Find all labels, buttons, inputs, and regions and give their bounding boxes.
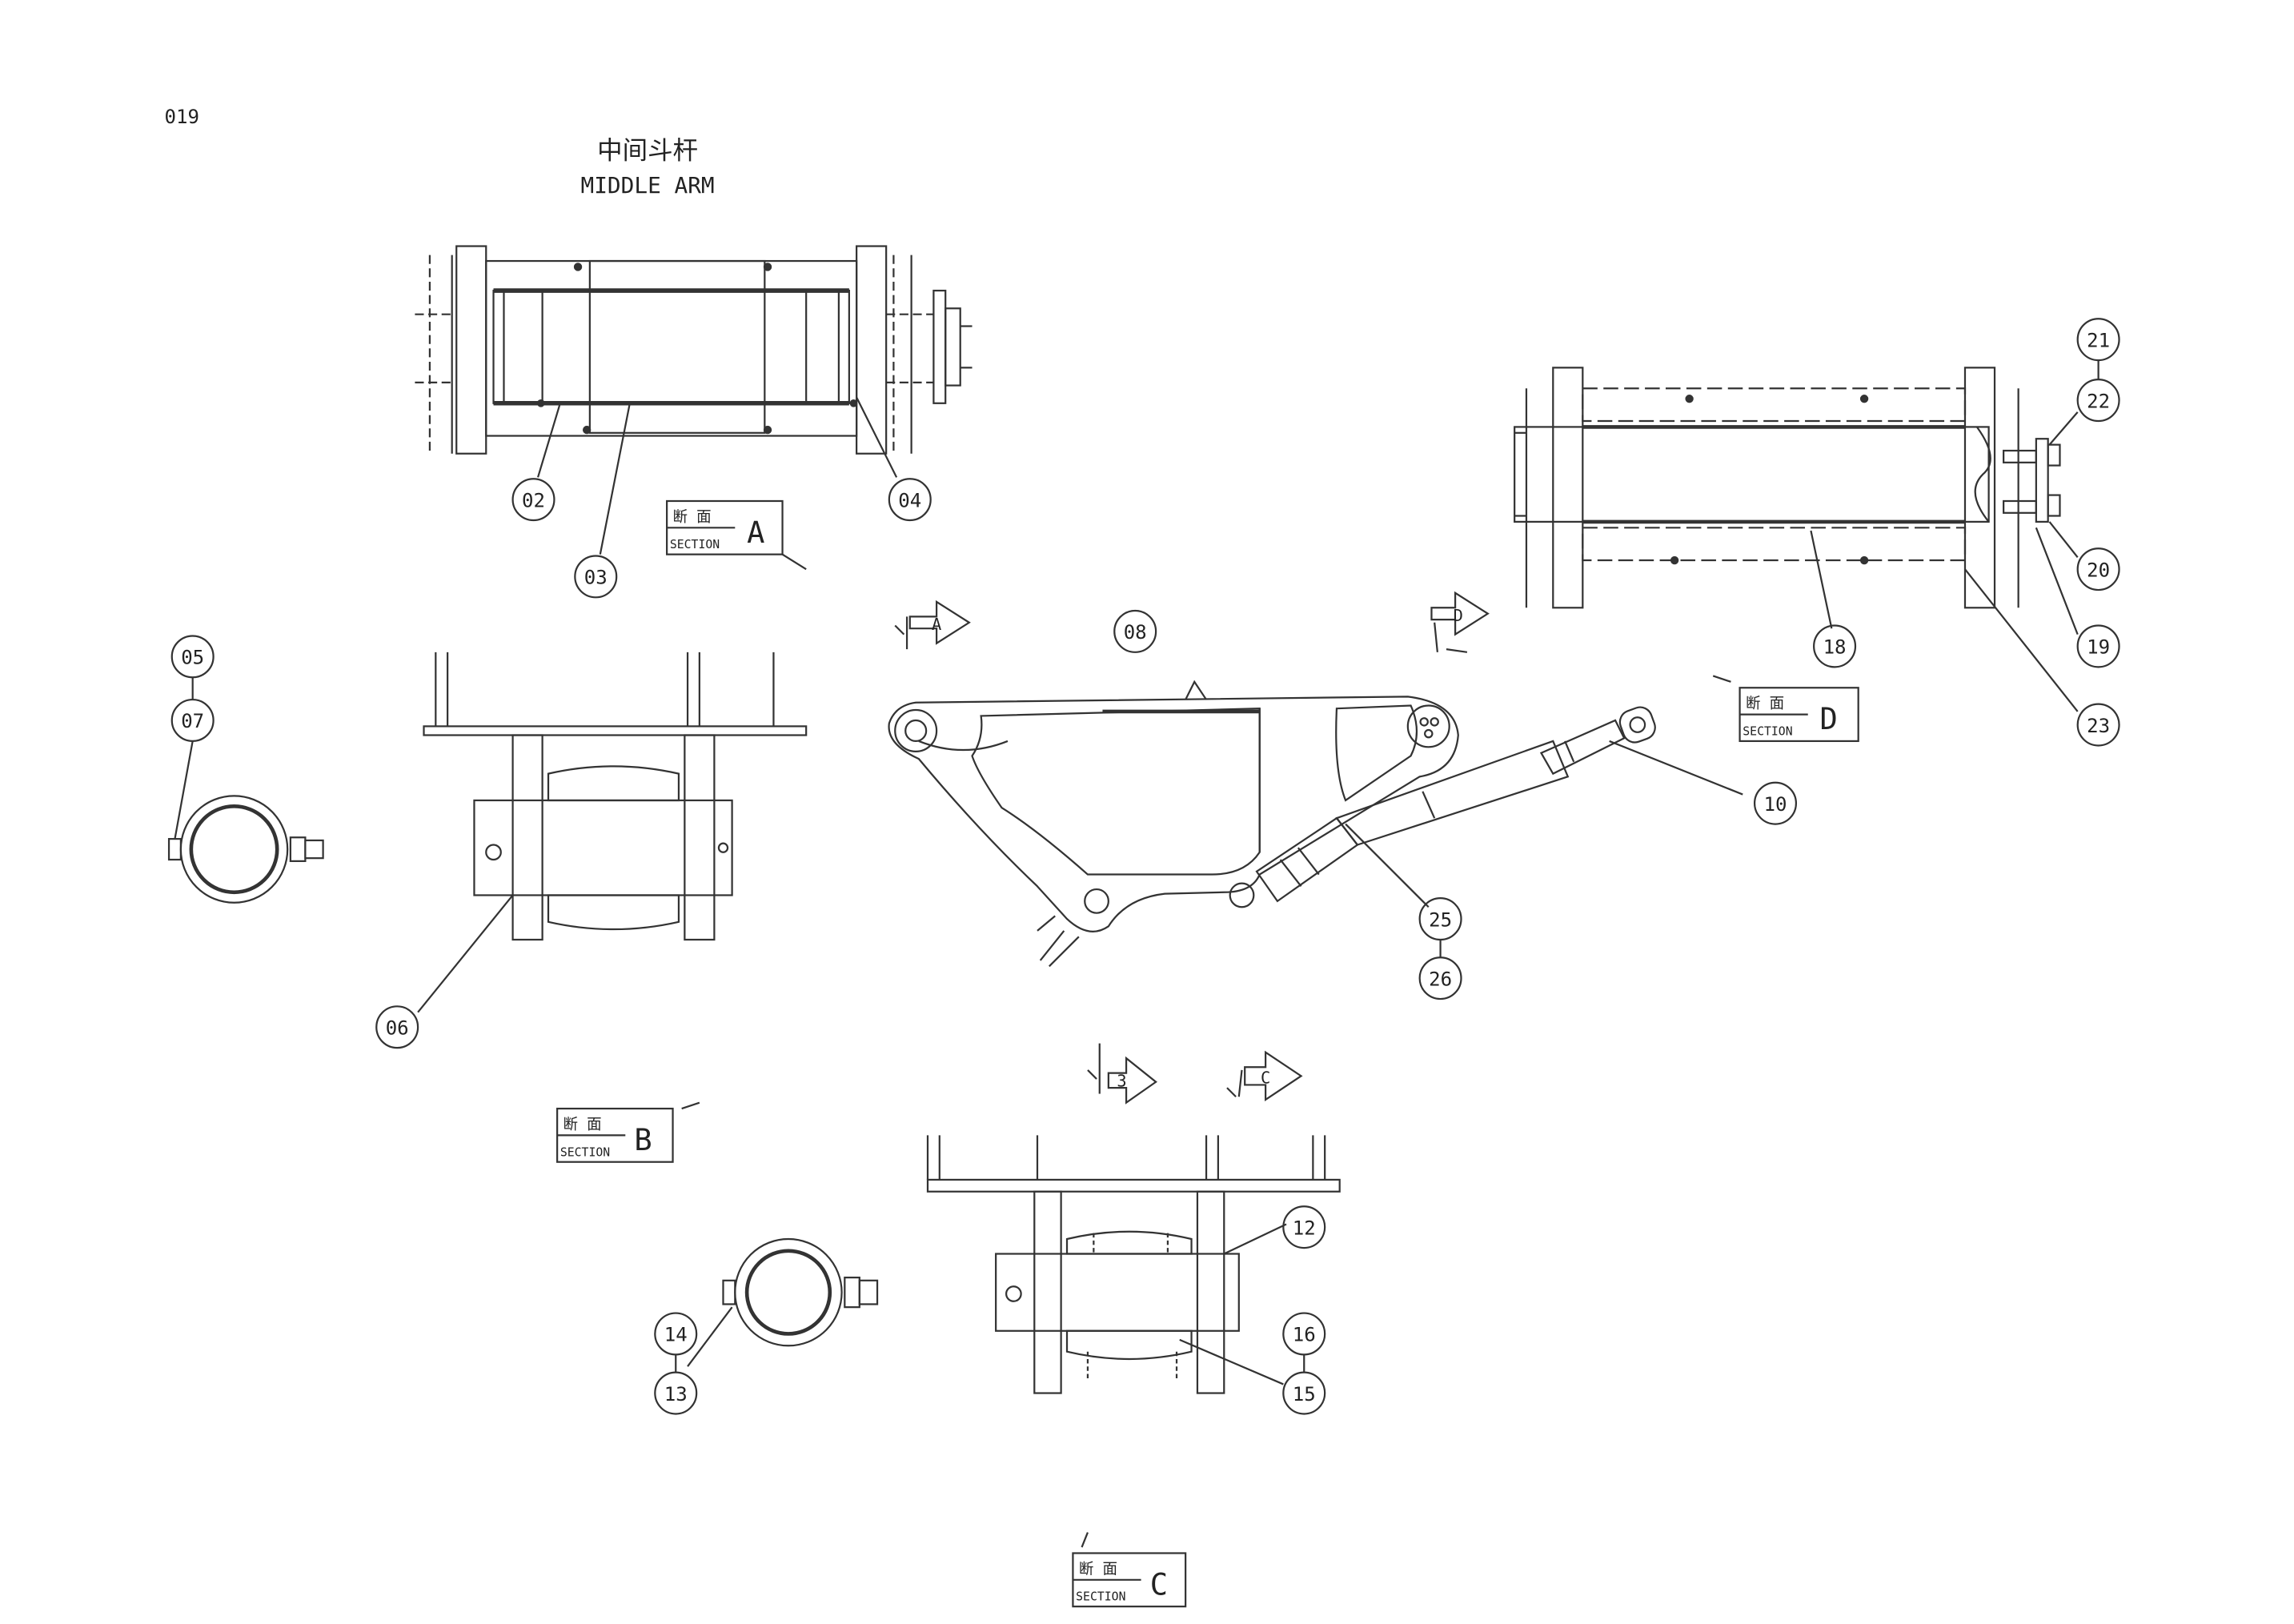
balloon-13: 13 xyxy=(664,1383,688,1405)
section-label-c xyxy=(1072,1552,1187,1608)
section-b-view xyxy=(417,652,808,1013)
section-d-letter: D xyxy=(1820,702,1838,736)
balloon-21: 21 xyxy=(2087,329,2110,351)
section-b-zh: 断 面 xyxy=(563,1117,602,1133)
view-arrow-a xyxy=(894,599,971,650)
balloon-26: 26 xyxy=(1429,968,1452,990)
page-number: 019 xyxy=(165,106,199,128)
balloon-15: 15 xyxy=(1293,1383,1316,1405)
section-c-en: SECTION xyxy=(1076,1590,1125,1604)
balloon-08: 08 xyxy=(1124,621,1147,644)
section-d-zh: 断 面 xyxy=(1746,696,1784,712)
ring-bushing-bottom xyxy=(687,1237,879,1367)
balloon-05: 05 xyxy=(181,647,204,669)
balloon-02: 02 xyxy=(522,489,545,511)
balloon-18: 18 xyxy=(1823,636,1847,659)
balloon-07: 07 xyxy=(181,710,204,732)
title-en: MIDDLE ARM xyxy=(580,172,714,198)
section-a-letter: A xyxy=(747,515,764,550)
ring-bushing-left xyxy=(167,740,324,904)
section-a-en: SECTION xyxy=(670,538,720,551)
section-b-en: SECTION xyxy=(560,1145,610,1159)
view-arrow-a-letter: A xyxy=(932,615,941,634)
section-a-zh: 断 面 xyxy=(673,509,712,526)
part-balloons xyxy=(170,318,2120,1415)
balloon-23: 23 xyxy=(2087,715,2110,737)
view-arrow-c-letter: C xyxy=(1261,1069,1270,1088)
balloon-12: 12 xyxy=(1293,1217,1316,1239)
section-d-en: SECTION xyxy=(1743,725,1792,739)
view-arrow-c xyxy=(1226,1050,1303,1102)
section-b-letter: B xyxy=(634,1123,652,1157)
section-label-a xyxy=(666,499,784,555)
balloon-04: 04 xyxy=(898,489,921,511)
balloon-19: 19 xyxy=(2087,636,2110,659)
balloon-16: 16 xyxy=(1293,1324,1316,1346)
section-a-view xyxy=(415,245,973,555)
balloon-20: 20 xyxy=(2087,559,2110,581)
balloon-14: 14 xyxy=(664,1324,688,1346)
section-c-zh: 断 面 xyxy=(1079,1561,1117,1578)
balloon-25: 25 xyxy=(1429,908,1452,931)
view-arrow-d-letter: D xyxy=(1454,606,1463,625)
balloon-06-left: 06 xyxy=(386,1017,409,1039)
balloon-03: 03 xyxy=(584,567,608,589)
section-c-letter: C xyxy=(1150,1567,1168,1602)
view-arrow-b-letter: 3 xyxy=(1117,1071,1126,1090)
view-arrow-b xyxy=(1087,1043,1157,1105)
title-zh: 中间斗杆 xyxy=(597,136,698,165)
section-label-b xyxy=(556,1107,674,1163)
middle-arm-main-view xyxy=(888,680,1743,968)
section-d-view xyxy=(1514,367,2079,712)
section-c-view xyxy=(926,1135,1341,1394)
section-label-d xyxy=(1739,687,1859,743)
balloon-10: 10 xyxy=(1764,793,1787,816)
balloon-22: 22 xyxy=(2087,390,2110,412)
view-arrow-d xyxy=(1430,591,1490,653)
